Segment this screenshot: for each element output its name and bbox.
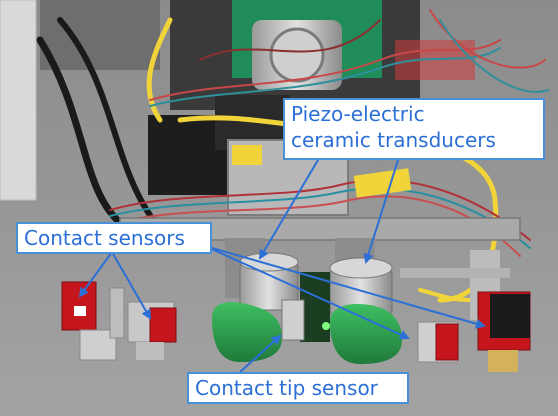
arrow-piezo-right bbox=[363, 159, 399, 264]
callout-arrows bbox=[78, 159, 486, 373]
contact-tip-sensor-label: Contact tip sensor bbox=[187, 372, 409, 404]
contact-sensor-right-1 bbox=[417, 321, 459, 363]
arrow-contact-1 bbox=[78, 251, 113, 298]
arrow-tip bbox=[239, 334, 282, 373]
arrow-contact-2 bbox=[111, 251, 151, 320]
piezo-transducer-right bbox=[329, 257, 393, 317]
contact-sensor-mid bbox=[127, 301, 177, 360]
piezo-transducer-left bbox=[239, 252, 299, 311]
metal-frame bbox=[119, 217, 521, 320]
contact-sensors-text: Contact sensors bbox=[24, 226, 185, 250]
contact-tip-sensor-text: Contact tip sensor bbox=[195, 376, 378, 400]
piezo-transducers-label: Piezo-electric ceramic transducers bbox=[283, 98, 545, 160]
contact-tip-green bbox=[212, 272, 402, 364]
arrow-contact-4 bbox=[204, 245, 486, 329]
contact-sensor-right-2 bbox=[477, 291, 531, 372]
contact-sensor-left bbox=[61, 281, 125, 361]
arrow-contact-3 bbox=[204, 245, 410, 340]
arrow-piezo-left bbox=[258, 159, 319, 260]
piezo-label-line-1: Piezo-electric bbox=[291, 102, 425, 126]
cables bbox=[36, 9, 549, 303]
contact-sensors-label: Contact sensors bbox=[16, 222, 212, 254]
piezo-label-line-2: ceramic transducers bbox=[291, 128, 496, 152]
